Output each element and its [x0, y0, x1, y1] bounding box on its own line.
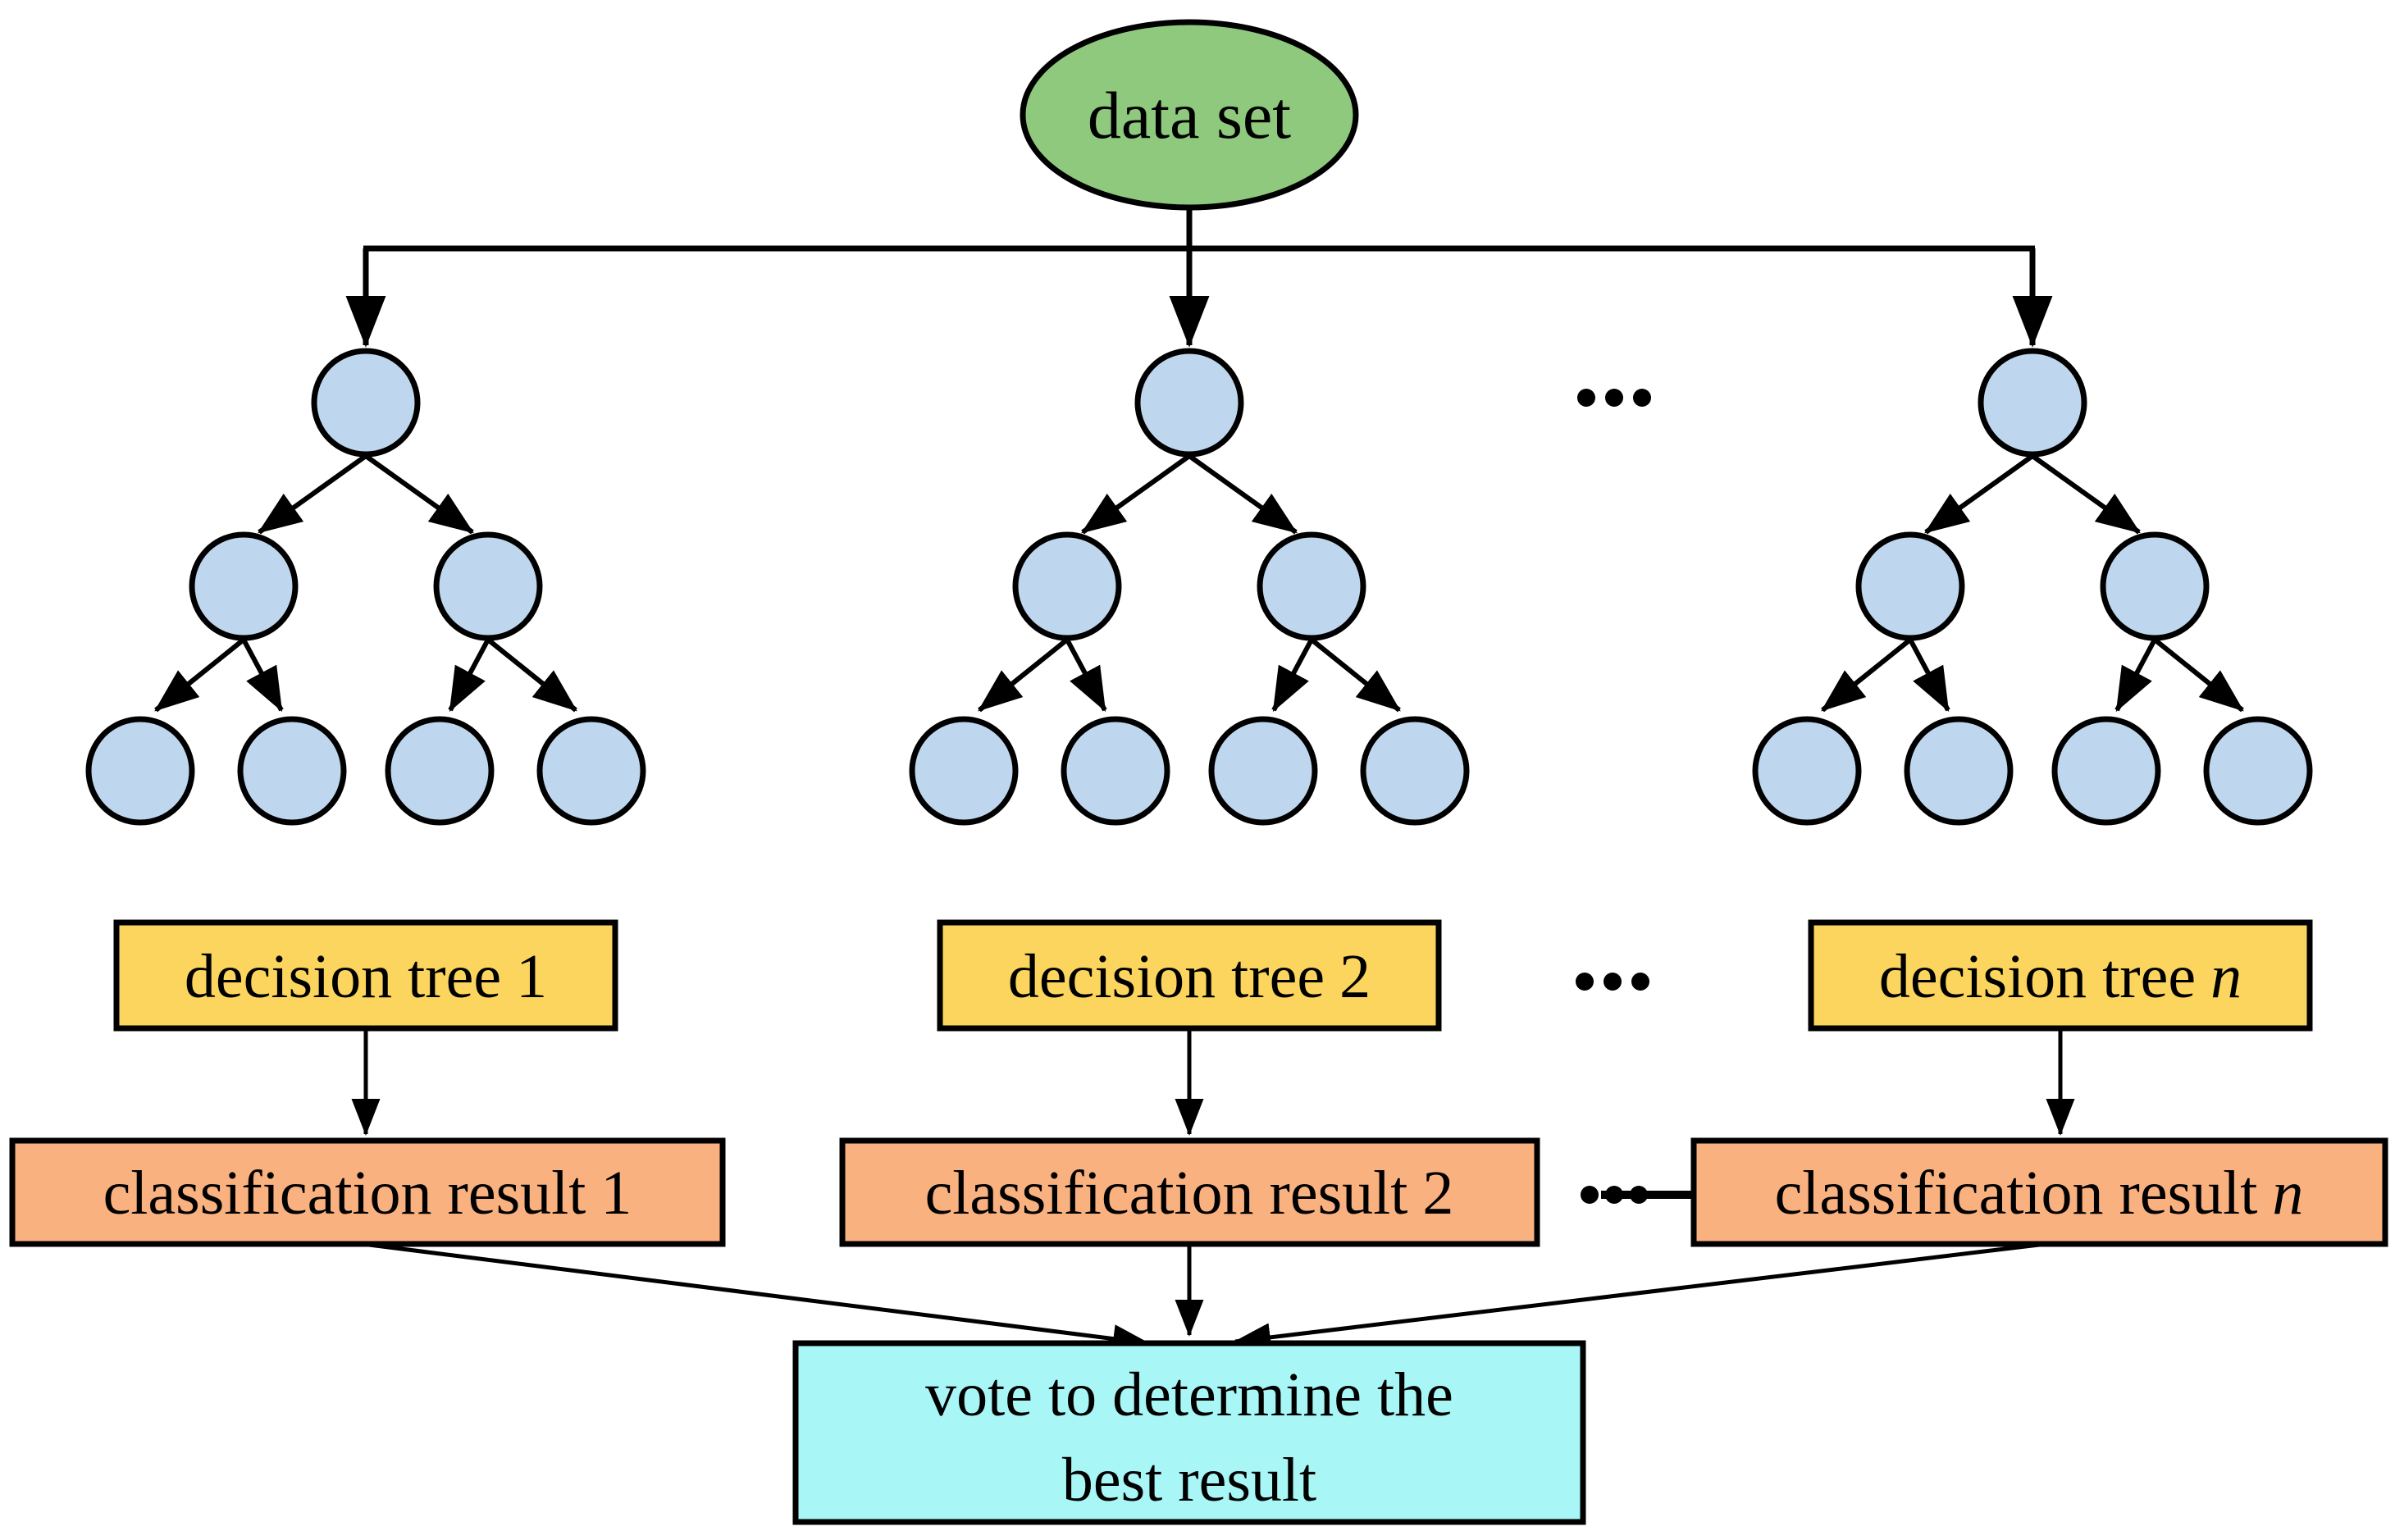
tree-node — [237, 716, 347, 826]
tree-node — [311, 348, 421, 458]
tree-node — [1208, 716, 1318, 826]
tree-node — [2051, 716, 2161, 826]
tree-node — [1360, 716, 1470, 826]
result-box-1-rect — [9, 1137, 726, 1247]
ellipsis-dot — [1577, 389, 1595, 407]
arrow-result1-to-vote — [368, 1242, 1150, 1353]
tree-node — [1257, 531, 1366, 641]
tree-2 — [909, 348, 1470, 826]
dataset-to-trees-connector — [345, 206, 2053, 348]
tree-node — [189, 531, 299, 641]
vote-box-line2: best result — [1062, 1446, 1316, 1515]
tree-node — [2203, 716, 2313, 826]
decision-box-n-rect — [1808, 919, 2313, 1032]
tree-node — [385, 716, 495, 826]
tree-node — [85, 716, 195, 826]
ellipsis-dot — [1604, 973, 1622, 991]
result-box-2-rect — [839, 1137, 1540, 1247]
tree-node — [1061, 716, 1170, 826]
tree-node — [1855, 531, 1965, 641]
result-box-n-rect — [1690, 1137, 2388, 1247]
vote-box-line1: vote to determine the — [925, 1360, 1453, 1429]
ellipsis-dot — [1633, 389, 1651, 407]
tree-node — [1134, 348, 1244, 458]
tree-node — [536, 716, 646, 826]
arrow-resultn-to-vote — [1234, 1242, 2040, 1352]
tree-node — [909, 716, 1019, 826]
decision-box-2-rect — [937, 919, 1442, 1032]
ellipsis-dot — [1631, 973, 1649, 991]
ellipsis-result-boxes: ... — [1581, 1186, 1692, 1204]
ellipsis-dot — [1605, 389, 1623, 407]
tree-node — [2100, 531, 2210, 641]
vote-box-rect — [792, 1340, 1586, 1525]
tree-node — [1752, 716, 1862, 826]
dataset-ellipse — [1020, 19, 1359, 211]
tree-node — [1904, 716, 2014, 826]
ellipsis-dot — [1576, 973, 1594, 991]
tree-n — [1752, 348, 2313, 826]
tree-node — [433, 531, 543, 641]
ellipsis-trees: ... — [1577, 389, 1651, 407]
vote-box: vote to determine the best result — [792, 1340, 1586, 1525]
tree-1 — [85, 348, 646, 826]
tree-node — [1012, 531, 1122, 641]
ellipsis-decision-boxes: ... — [1576, 973, 1649, 991]
dataset-node: data set — [1020, 19, 1359, 211]
tree-node — [1978, 348, 2087, 458]
ellipsis-dot — [1581, 1186, 1599, 1204]
dataset-label: data set — [1088, 78, 1291, 153]
